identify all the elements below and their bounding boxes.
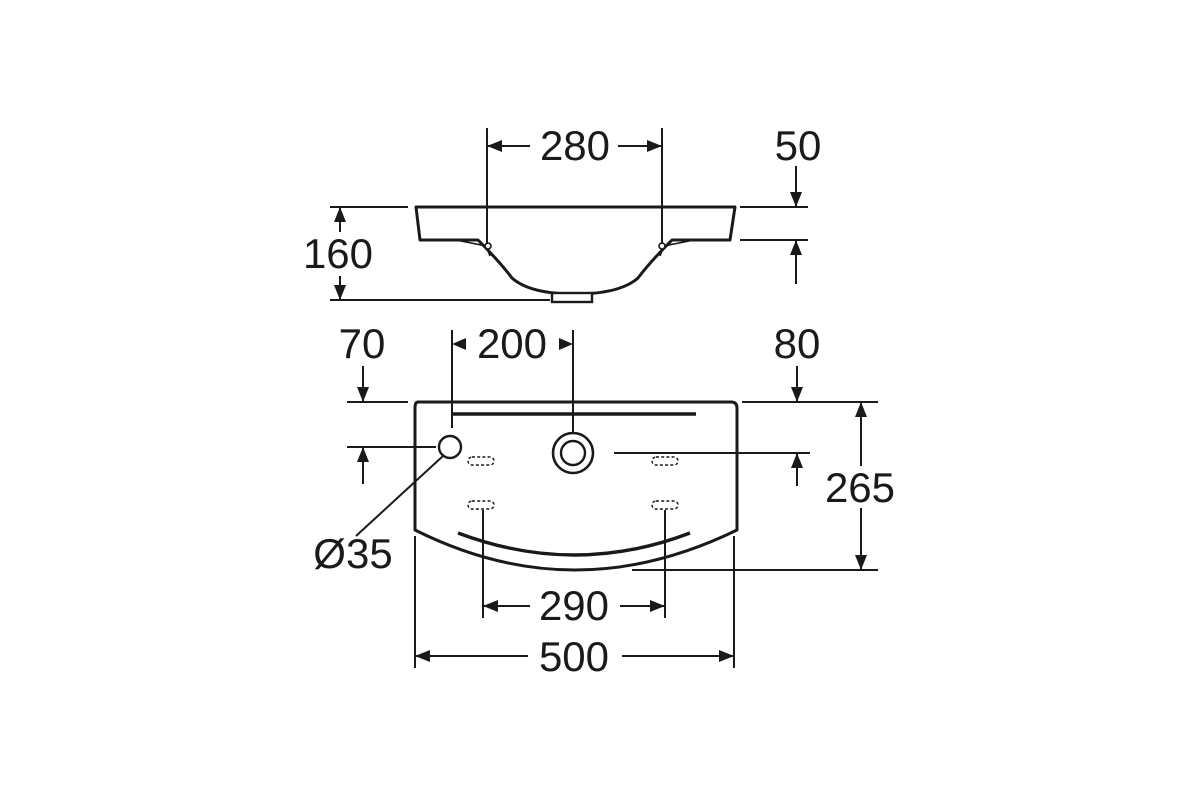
side-view: 280 50 160 — [303, 122, 822, 304]
tap-hole-inner — [559, 439, 587, 467]
basin-side-profile — [414, 205, 737, 296]
dim-side-height: 160 — [303, 230, 373, 277]
waste-outlet — [550, 291, 594, 304]
rim-front-curve — [457, 531, 691, 557]
dim-top-depth: 265 — [825, 464, 895, 511]
bracket-slot-front-right — [651, 500, 679, 510]
dim-bracket-spacing: 290 — [539, 582, 609, 629]
bracket-slot-front-left — [467, 500, 495, 510]
bracket-slot-back-left — [467, 456, 495, 466]
dim-top-hole-spacing: 200 — [477, 320, 547, 367]
dim-hole-diameter: Ø35 — [313, 530, 392, 577]
dim-overall-width: 500 — [539, 633, 609, 680]
dim-top-tap-offset: 80 — [774, 320, 821, 367]
basin-top-outline — [413, 400, 739, 572]
dim-top-left-offset: 70 — [339, 320, 386, 367]
overflow-hole — [437, 434, 463, 460]
top-view: 200 70 80 265 Ø35 290 — [313, 320, 895, 680]
dim-side-top-width: 280 — [540, 122, 610, 169]
bracket-slot-back-right — [651, 456, 679, 466]
dim-side-rim-thickness: 50 — [775, 122, 822, 169]
